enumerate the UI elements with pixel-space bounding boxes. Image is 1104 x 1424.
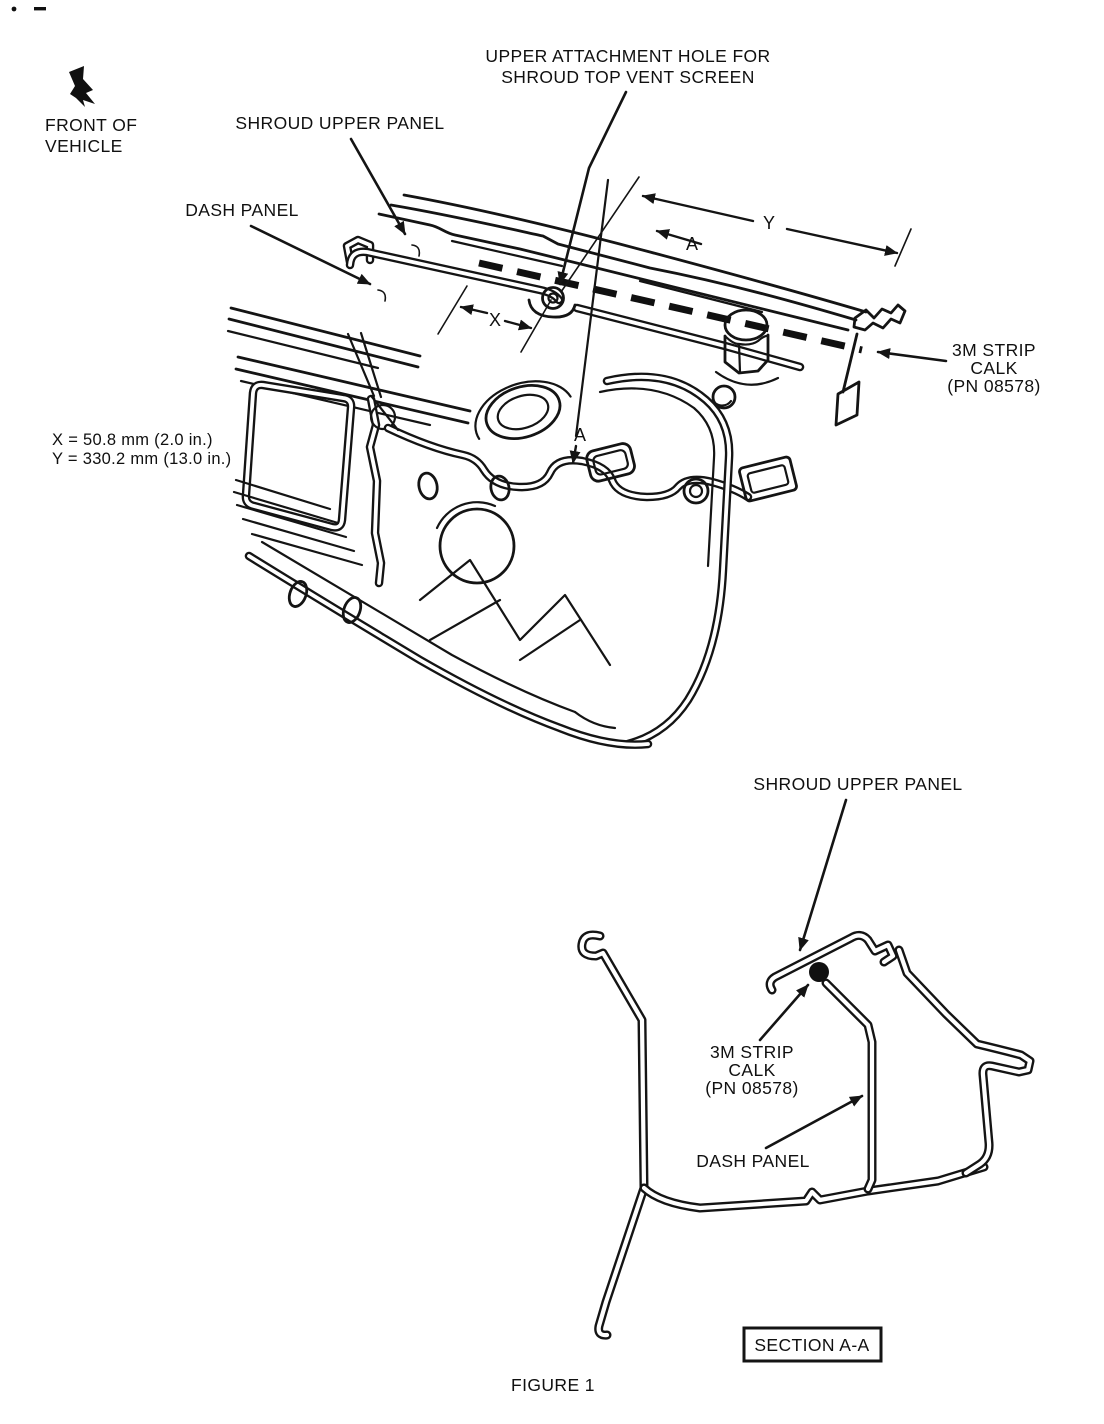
section-dash-panel-label: DASH PANEL [696,1151,810,1171]
strip-calk-label-line3: (PN 08578) [947,376,1041,396]
main-view-drawing [226,193,907,749]
dim-y-letter: Y [763,213,775,233]
slot-hole-2 [341,596,363,624]
dim-y-value: Y = 330.2 mm (13.0 in.) [52,450,231,468]
front-of-vehicle-label-line1: FRONT OF [45,115,137,135]
section-view-drawing [577,930,1035,1340]
section-dash-panel-leader [764,1094,864,1150]
section-shroud-leader [798,798,848,952]
strip-calk-label-line2: CALK [970,358,1017,378]
strip-calk-label-line1: 3M STRIP [952,340,1036,360]
upper-attachment-label-line1: UPPER ATTACHMENT HOLE FOR [485,46,770,66]
dim-x-arrow-left [459,304,489,316]
gusset-lines [346,331,612,667]
strip-calk-leader [876,348,948,363]
dash-panel-leader [249,224,372,286]
figure-caption: FIGURE 1 [511,1375,595,1395]
dim-x-letter: X [489,310,501,330]
section-letter-top: A [686,234,698,254]
left-window-opening [241,380,356,532]
section-dash-panel [821,978,877,1194]
dash-panel-left-channel [365,394,397,588]
calk-bead-dashed-line [478,259,863,354]
vent-oval-opening [474,380,572,440]
shroud-right-blade [834,380,861,427]
lower-left-rails [232,478,364,567]
upper-attachment-leader [557,90,628,286]
bolt-hole-right [711,384,737,410]
section-strip-calk-label-line2: CALK [728,1060,775,1080]
section-strip-calk-label-line3: (PN 08578) [705,1078,799,1098]
hex-nut-tower [714,308,780,386]
dim-y-witness-right [894,228,912,267]
small-circle-hole-right [682,477,710,505]
small-oval-hole-left [417,471,439,501]
attachment-hole [527,286,577,319]
shroud-upper-panel-leader [349,137,407,236]
section-strip-calk-leader [758,983,810,1042]
dim-x-witness-left [437,285,468,335]
section-box: SECTION A-A [742,1326,883,1363]
section-left-strut [577,930,989,1340]
dash-panel-label: DASH PANEL [185,200,299,220]
large-round-hole [435,501,516,585]
shroud-right-edge [841,332,859,394]
dim-x-witness-right [520,299,552,353]
section-box-label: SECTION A-A [754,1335,869,1355]
small-oval-hole-mid [489,474,511,502]
main-view-callouts: FRONT OF VEHICLE SHROUD UPPER PANEL DASH… [45,46,1041,468]
section-shroud-upper-panel-label: SHROUD UPPER PANEL [753,774,962,794]
square-opening [585,442,636,483]
dim-x-arrow-right [503,319,533,331]
upper-attachment-label-line2: SHROUD TOP VENT SCREEN [501,67,755,87]
cowl-end-clip [852,303,907,332]
section-cut-line [574,178,610,438]
section-letter-bottom: A [574,425,586,445]
mid-flange-scallop [383,423,753,502]
section-view-callouts: SHROUD UPPER PANEL 3M STRIP CALK (PN 085… [511,774,962,1395]
section-right-profile [894,945,1035,1178]
bottom-edges [244,540,653,749]
shroud-upper-panel-label: SHROUD UPPER PANEL [235,113,444,133]
section-shroud-upper-panel [765,930,898,995]
slot-hole-1 [287,580,309,608]
scan-artifacts [11,6,46,12]
front-direction-arrow-icon [69,66,95,107]
dim-y-line-left [641,193,755,223]
dim-x-value: X = 50.8 mm (2.0 in.) [52,431,213,449]
right-curved-wall [598,372,734,749]
section-arrow-top [655,229,703,246]
calk-bead-dot [809,962,829,982]
front-of-vehicle-label-line2: VEHICLE [45,136,123,156]
section-strip-calk-label-line1: 3M STRIP [710,1042,794,1062]
section-arrow-bottom [569,444,581,465]
right-rect-opening [738,455,798,503]
dim-y-witness-left [560,176,640,293]
dim-y-line-right [785,227,899,256]
